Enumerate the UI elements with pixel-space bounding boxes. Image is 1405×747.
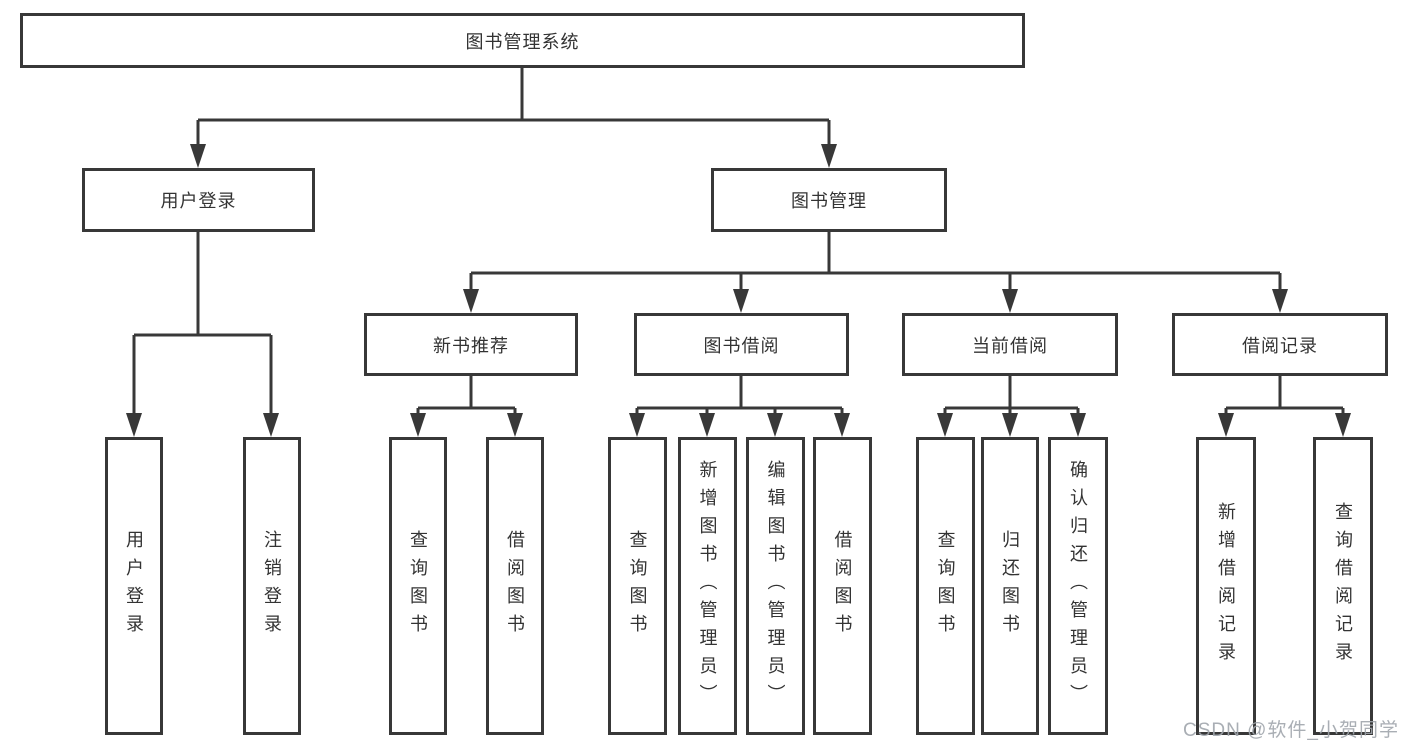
leaf-return-book: 归还图书 <box>981 437 1039 735</box>
leaf-add-book-admin: 新增图书（管理员） <box>678 437 737 735</box>
node-library-management-system: 图书管理系统 <box>20 13 1025 68</box>
node-label: 借阅记录 <box>1242 335 1318 356</box>
leaf-logout: 注销登录 <box>243 437 301 735</box>
node-label: 图书借阅 <box>703 335 780 356</box>
leaf-label: 查询图书 <box>627 530 648 642</box>
node-book-management: 图书管理 <box>711 168 947 232</box>
node-book-borrow: 图书借阅 <box>634 313 849 376</box>
node-label: 用户登录 <box>160 191 237 211</box>
node-new-book-recommend: 新书推荐 <box>364 313 578 376</box>
leaf-label: 查询图书 <box>408 530 428 642</box>
leaf-label: 注销登录 <box>262 530 282 642</box>
connector-paths <box>132 68 1345 417</box>
leaf-query-books-current: 查询图书 <box>916 437 975 735</box>
leaf-query-books-borrow: 查询图书 <box>608 437 667 735</box>
arrowheads <box>126 144 1351 437</box>
node-label: 图书管理 <box>791 191 867 211</box>
leaf-confirm-return-admin: 确认归还（管理员） <box>1048 437 1108 735</box>
node-borrow-record: 借阅记录 <box>1172 313 1388 376</box>
leaf-label: 新增借阅记录 <box>1216 502 1236 670</box>
leaf-label: 查询图书 <box>935 530 956 642</box>
node-user-login: 用户登录 <box>82 168 315 232</box>
leaf-borrow-books-recommend: 借阅图书 <box>486 437 544 735</box>
node-current-borrow: 当前借阅 <box>902 313 1118 376</box>
node-label: 图书管理系统 <box>465 31 580 52</box>
leaf-label: 编辑图书（管理员） <box>765 460 786 712</box>
node-label: 当前借阅 <box>972 335 1048 356</box>
leaf-query-borrow-record: 查询借阅记录 <box>1313 437 1373 735</box>
leaf-label: 查询借阅记录 <box>1333 502 1353 670</box>
leaf-label: 借阅图书 <box>832 530 853 642</box>
leaf-label: 借阅图书 <box>505 530 525 642</box>
leaf-label: 用户登录 <box>124 530 144 642</box>
leaf-label: 确认归还（管理员） <box>1068 460 1088 712</box>
leaf-user-login: 用户登录 <box>105 437 163 735</box>
node-label: 新书推荐 <box>433 335 509 356</box>
leaf-label: 新增图书（管理员） <box>697 460 718 712</box>
leaf-edit-book-admin: 编辑图书（管理员） <box>746 437 805 735</box>
leaf-label: 归还图书 <box>1000 530 1020 642</box>
leaf-add-borrow-record: 新增借阅记录 <box>1196 437 1256 735</box>
leaf-borrow-books: 借阅图书 <box>813 437 872 735</box>
csdn-watermark: CSDN @软件_小贺同学 <box>1183 720 1399 741</box>
leaf-query-books-recommend: 查询图书 <box>389 437 447 735</box>
